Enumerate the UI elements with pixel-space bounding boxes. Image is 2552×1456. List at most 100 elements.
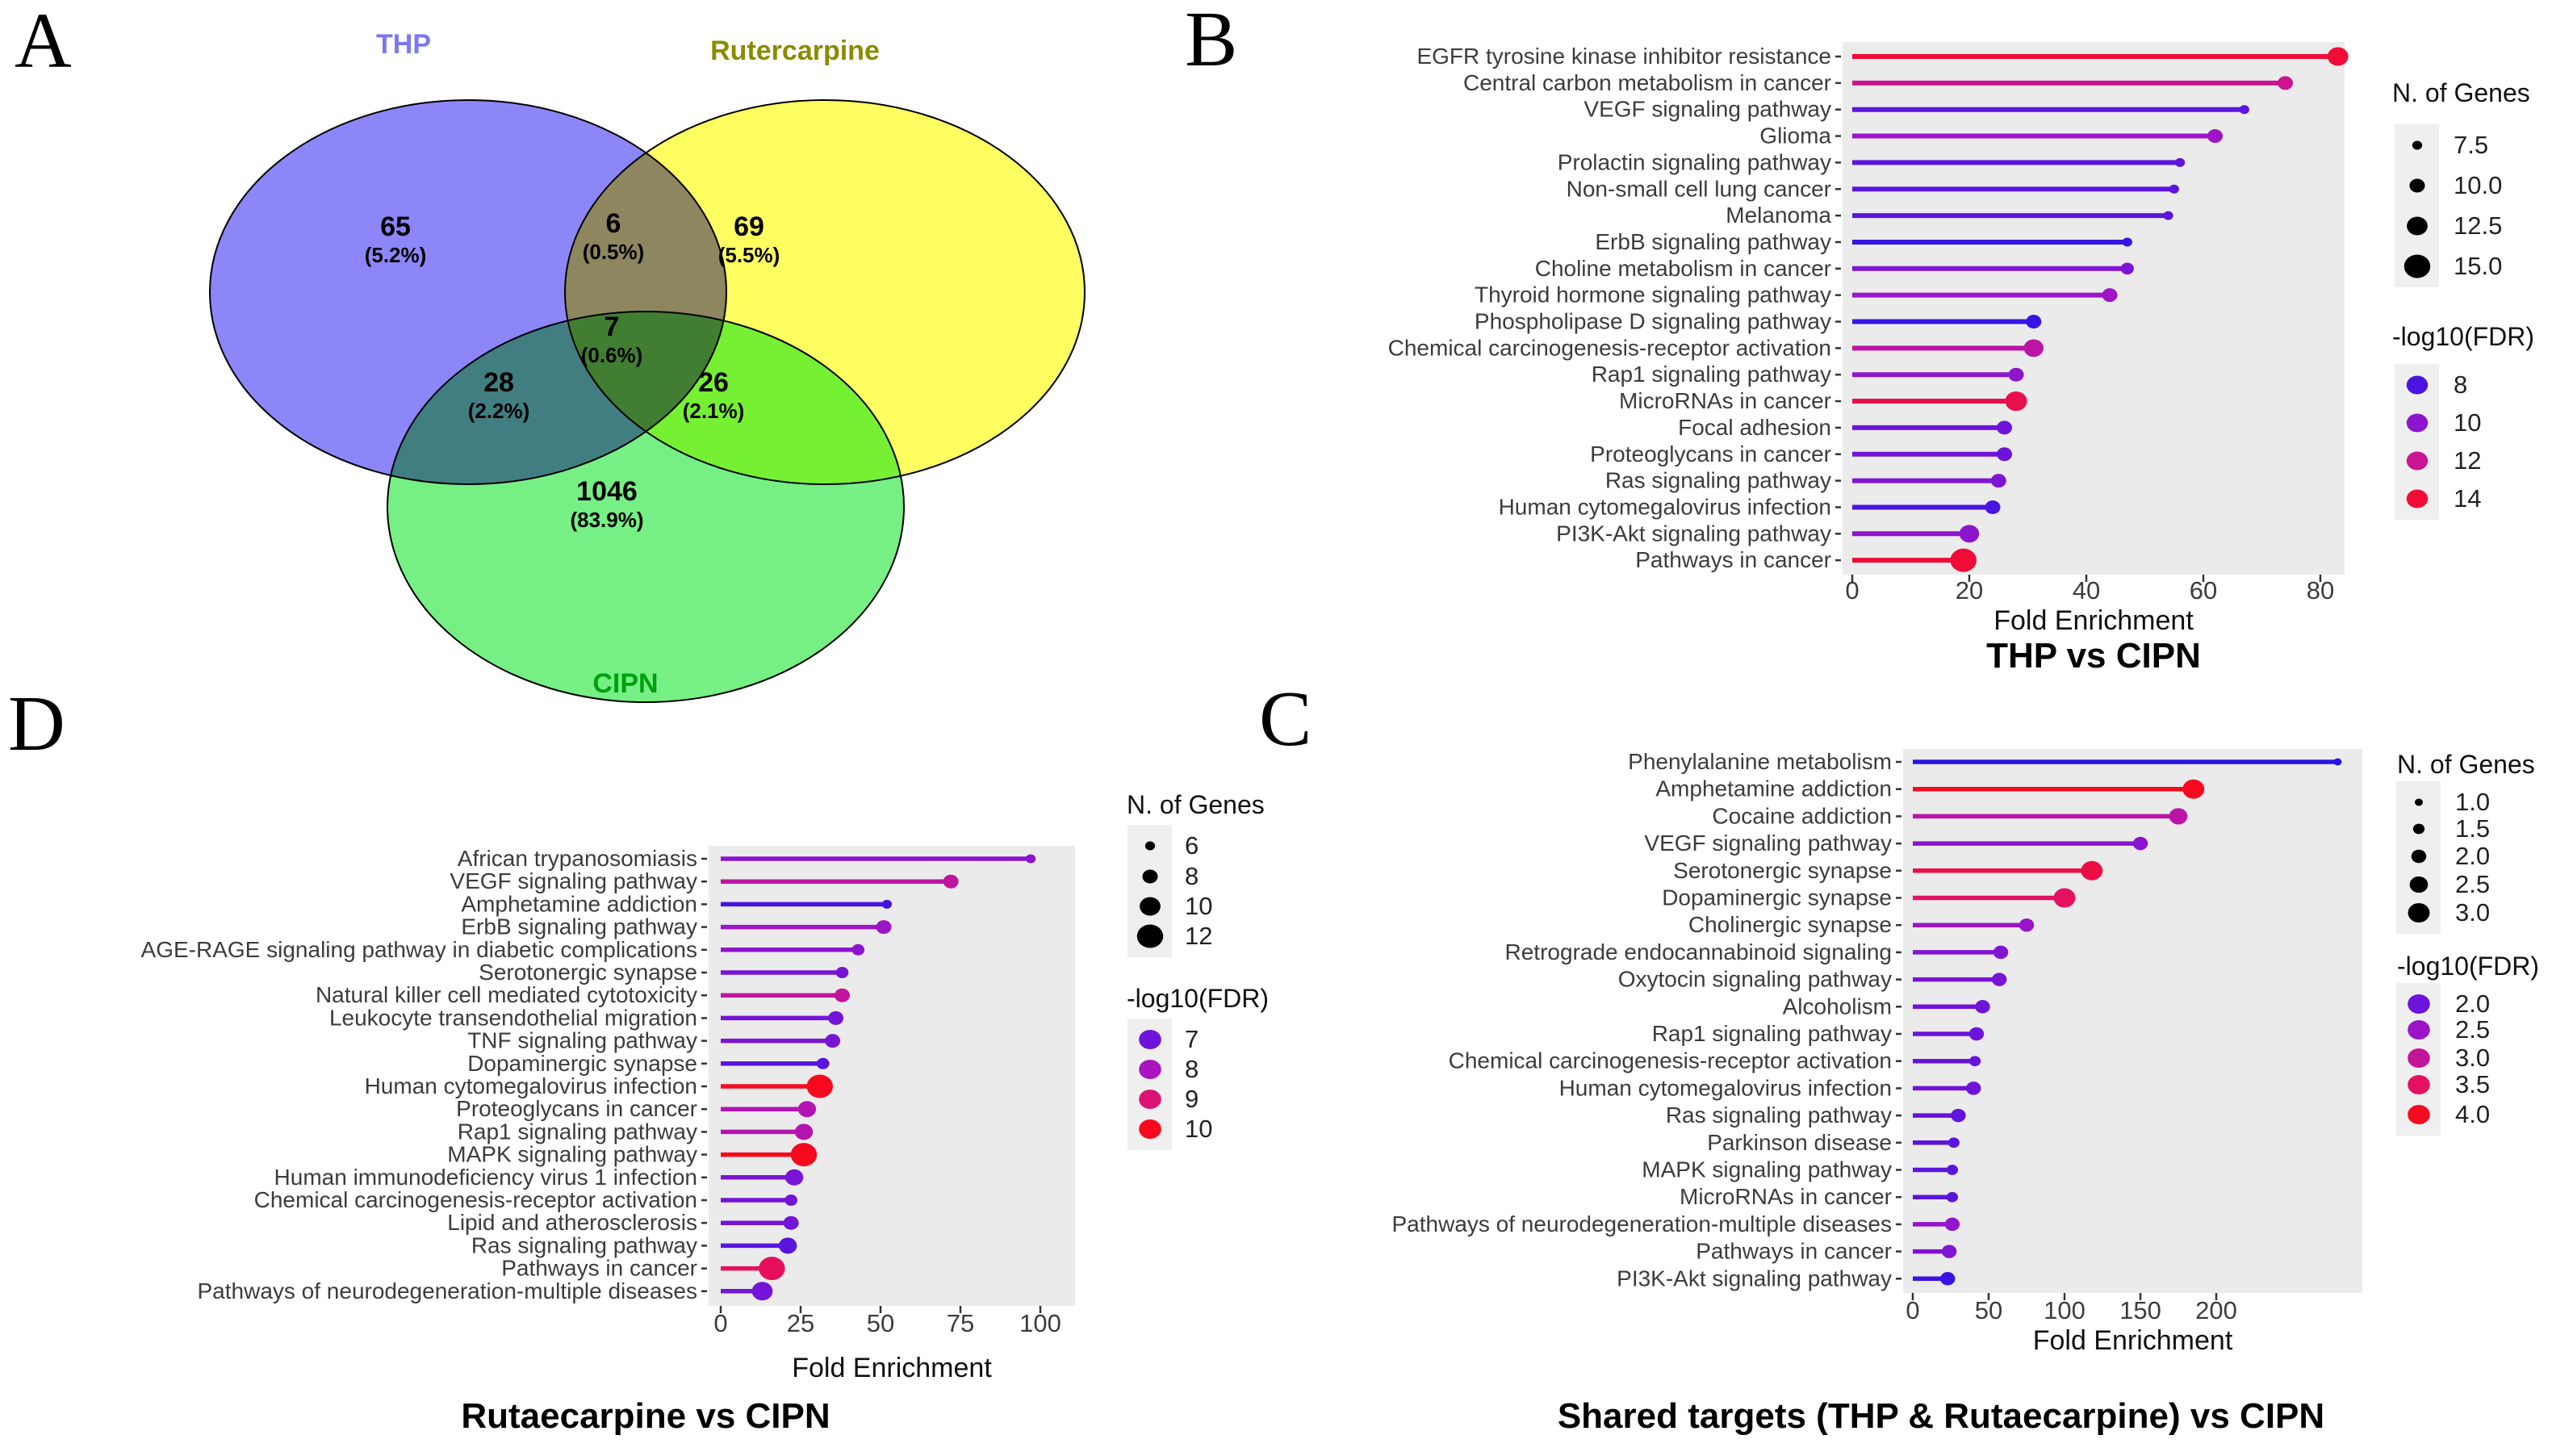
lollipop-dot [1944,1217,1960,1232]
x-axis-title: Fold Enrichment [792,1353,992,1383]
legend-size-dot [2414,798,2424,806]
lollipop-dot [2122,237,2132,247]
venn-circle-cipn [387,311,905,703]
lollipop-row [721,1057,830,1069]
lollipop-dot [2163,211,2173,220]
lollipop-dot [806,1074,833,1098]
legend-size-label: 12.5 [2454,211,2502,240]
lollipop-row [1913,1082,1981,1095]
legend-fdr-dot [2408,1020,2430,1040]
legend-size-label: 15.0 [2454,252,2502,280]
legend-fdr-title: -log10(FDR) [2397,952,2539,981]
y-axis-label: Human immunodeficiency virus 1 infection [274,1165,697,1190]
lollipop-dot [2008,367,2024,382]
y-axis-label: Lipid and atherosclerosis [447,1210,697,1235]
legend-fdr-label: 3.0 [2455,1044,2490,1072]
legend-size-dot [2407,216,2428,236]
legend-fdr-label: 9 [1185,1085,1199,1113]
y-axis-label: VEGF signaling pathway [1644,831,1892,856]
lollipop-dot [784,1195,797,1206]
lollipop-dot [1965,1082,1981,1095]
legend-fdr-label: 8 [2454,370,2467,399]
y-axis-label: Pathways of neurodegeneration-multiple d… [198,1278,698,1303]
legend-size-dot [2408,903,2430,923]
legend-size-label: 7.5 [2454,131,2488,159]
lollipop-dot [1946,1165,1959,1175]
lollipop-dot [1947,1137,1960,1148]
lollipop-row [1852,548,1977,572]
lollipop-row [1852,76,2294,90]
x-tick-label: 0 [713,1309,727,1337]
y-axis-label: Rap1 signaling pathway [458,1119,697,1144]
y-axis-label: Human cytomegalovirus infection [365,1073,697,1098]
lollipop-dot [835,967,849,978]
venn-region-percent: (83.9%) [570,508,643,532]
lollipop-dot [881,899,893,909]
legend-size-label: 3.0 [2455,898,2490,927]
y-axis-label: Chemical carcinogenesis-receptor activat… [1449,1048,1892,1073]
legend-size-dot [1144,841,1156,851]
lollipop-row [1852,288,2118,303]
legend-size-dot [2409,876,2429,893]
lollipop-row [1852,129,2224,144]
lollipop-row [1913,860,2103,881]
lollipop-row [1913,888,2076,908]
lollipop-row [1852,500,2001,514]
y-axis-label: Melanoma [1726,203,1831,228]
lollipop-dot [1940,1272,1956,1286]
legend-size-dot [2412,140,2423,150]
lollipop-dot [778,1237,797,1254]
venn-region-count: 28 [483,367,514,398]
lollipop-dot [2019,918,2035,932]
lollipop-row [721,899,893,909]
lollipop-row [1852,237,2132,247]
y-axis-label: PI3K-Akt signaling pathway [1617,1266,1892,1291]
lollipop-dot [834,988,850,1002]
lollipop-dot [1991,973,2007,986]
lollipop-dot [2239,105,2249,115]
lollipop-dot [2169,184,2179,194]
lollipop-dot [751,1282,773,1301]
legend-size-dot [1142,869,1158,884]
legend-fdr-label: 10 [2454,408,2481,437]
panel-label-d: D [8,680,65,768]
y-axis-label: ErbB signaling pathway [461,914,697,939]
panel-label-b: B [1185,0,1238,83]
lollipop-dot [794,1123,814,1140]
y-axis-label: Rap1 signaling pathway [1652,1021,1892,1046]
y-axis-label: Proteoglycans in cancer [456,1096,697,1121]
legend-fdr-dot [2408,994,2430,1014]
legend-size-title: N. of Genes [2392,78,2530,107]
lollipop-row [1913,973,2007,986]
y-axis-label: MAPK signaling pathway [1642,1157,1892,1182]
venn-region-count: 7 [605,312,620,342]
lollipop-dot [1946,1191,1959,1203]
y-axis-label: Amphetamine addiction [461,891,697,916]
lollipop-row [1913,758,2342,766]
lollipop-row [721,1195,797,1206]
legend-size-label: 2.5 [2455,870,2490,898]
y-axis-label: Chemical carcinogenesis-receptor activat… [1388,335,1831,360]
y-axis-label: Serotonergic synapse [1673,858,1892,883]
x-tick-label: 20 [1956,576,1983,605]
y-axis-label: Alcoholism [1783,994,1892,1019]
legend-fdr-label: 14 [2454,484,2481,513]
legend-size-dot [2412,823,2425,835]
y-axis-label: Pathways in cancer [1635,547,1831,572]
lollipop-dot [2327,47,2349,66]
lollipop-row [1852,211,2173,220]
lollipop-dot [876,920,892,935]
y-axis-label: Dopaminergic synapse [467,1051,697,1076]
y-axis-label: TNF signaling pathway [467,1028,697,1053]
lollipop-row [1913,1191,1959,1203]
legend-fdr-label: 4.0 [2455,1100,2490,1128]
lollipop-row [721,854,1036,864]
y-axis-label: Parkinson disease [1707,1130,1892,1155]
y-axis-label: ErbB signaling pathway [1595,229,1831,254]
y-axis-label: Natural killer cell mediated cytotoxicit… [316,982,697,1007]
venn-region-count: 6 [606,208,621,239]
lollipop-dot [2182,779,2205,799]
y-axis-label: Retrograde endocannabinoid signaling [1505,939,1892,964]
